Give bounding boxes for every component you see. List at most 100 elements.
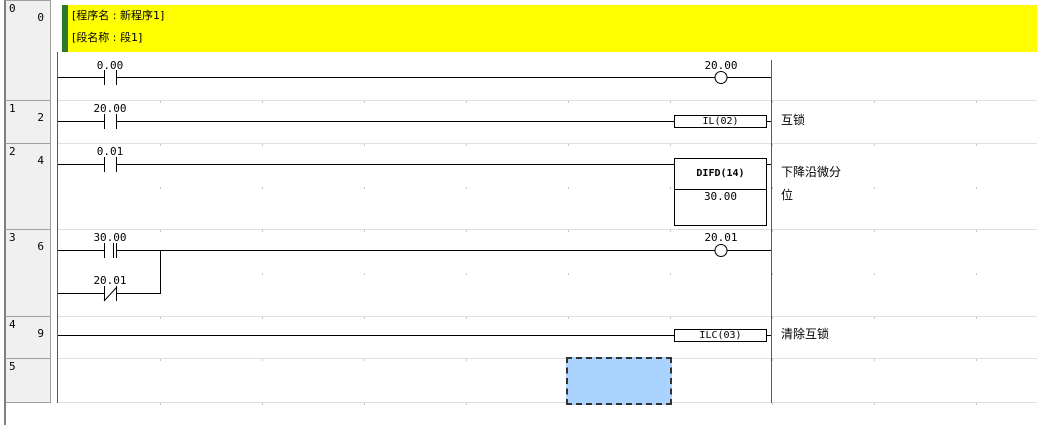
selection-cursor[interactable]	[566, 357, 672, 405]
grid-dot	[670, 144, 671, 146]
grid-dot	[262, 187, 263, 189]
step-number: 6	[37, 240, 44, 253]
coil-address: 20.00	[704, 59, 738, 72]
grid-dot	[466, 230, 467, 232]
instruction-label: IL(02)	[702, 116, 739, 127]
contact-address: 0.00	[96, 59, 124, 72]
grid-dot	[568, 187, 569, 189]
rung-number: 2	[9, 145, 16, 158]
grid-dot	[976, 403, 977, 405]
rung-number: 5	[9, 360, 16, 373]
grid-dot	[466, 144, 467, 146]
grid-dot	[262, 403, 263, 405]
instruction-ilc[interactable]: ILC(03)	[674, 329, 767, 342]
rung-number: 1	[9, 102, 16, 115]
grid-dot	[364, 359, 365, 361]
wires	[58, 70, 771, 336]
grid-dot	[466, 187, 467, 189]
grid-dot	[262, 101, 263, 103]
rung-separators	[58, 100, 1037, 403]
rung-number: 3	[9, 231, 16, 244]
grid-dot	[670, 273, 671, 275]
grid-dot	[874, 403, 875, 405]
grid-dot	[568, 144, 569, 146]
grid-dot	[160, 144, 161, 146]
gutter-edge	[4, 402, 6, 425]
grid-dot	[874, 101, 875, 103]
grid-dot	[670, 230, 671, 232]
grid-dot	[874, 187, 875, 189]
grid-dot	[364, 273, 365, 275]
grid-dot	[976, 144, 977, 146]
contact-address: 20.01	[93, 274, 127, 287]
grid-dot	[772, 317, 773, 319]
grid-dot	[874, 273, 875, 275]
grid-dot	[874, 359, 875, 361]
rung-comment-continued: 位	[781, 188, 794, 202]
grid-dot	[976, 187, 977, 189]
program-header[interactable]: [程序名 : 新程序1] [段名称 : 段1]	[62, 5, 1037, 52]
instruction-il[interactable]: IL(02)	[674, 115, 767, 128]
rung-gutter-5[interactable]: 5	[4, 358, 51, 403]
grid-dot	[364, 403, 365, 405]
grid-dot	[466, 403, 467, 405]
grid-dot	[670, 317, 671, 319]
instruction-label: ILC(03)	[699, 330, 742, 341]
instruction-operand: 30.00	[703, 190, 738, 203]
grid-dot	[262, 317, 263, 319]
grid-dot	[772, 187, 773, 189]
grid-dot	[976, 359, 977, 361]
grid-dot	[670, 101, 671, 103]
header-marker	[62, 5, 68, 52]
step-number: 2	[37, 111, 44, 124]
grid-dot	[874, 144, 875, 146]
grid-dot	[772, 273, 773, 275]
coil-address: 20.01	[704, 231, 738, 244]
contact-address: 20.00	[93, 102, 127, 115]
rung-comment: 互锁	[781, 113, 806, 127]
grid-dot	[976, 101, 977, 103]
grid-dot	[670, 187, 671, 189]
grid-dot	[160, 359, 161, 361]
instruction-label: DIFD(14)	[675, 159, 766, 190]
grid-dot	[976, 273, 977, 275]
grid-dot	[262, 144, 263, 146]
grid-dot	[568, 273, 569, 275]
grid-dot	[160, 403, 161, 405]
grid-dot	[466, 317, 467, 319]
rung-comment: 清除互锁	[781, 327, 830, 341]
grid-dot	[160, 317, 161, 319]
grid-dot	[364, 317, 365, 319]
rung-number: 4	[9, 318, 16, 331]
section-name: [段名称 : 段1]	[72, 31, 143, 44]
grid-dot	[364, 144, 365, 146]
grid-dot	[976, 317, 977, 319]
rung-comment: 下降沿微分	[781, 165, 842, 179]
grid-dot	[160, 230, 161, 232]
contact-address: 0.01	[96, 145, 124, 158]
contact-address: 30.00	[93, 231, 127, 244]
grid-dot	[262, 359, 263, 361]
grid-dot	[874, 317, 875, 319]
grid-dot	[772, 230, 773, 232]
step-number: 9	[37, 327, 44, 340]
grid-dot	[568, 317, 569, 319]
grid-dot	[772, 359, 773, 361]
grid-dot	[262, 230, 263, 232]
grid-dot	[772, 403, 773, 405]
step-number: 4	[37, 154, 44, 167]
grid-dot	[262, 273, 263, 275]
instruction-difd[interactable]: DIFD(14) 30.00	[674, 158, 767, 226]
grid-dot	[160, 187, 161, 189]
grid-dot	[772, 144, 773, 146]
grid-dot	[364, 101, 365, 103]
grid-dot	[976, 230, 977, 232]
grid-dot	[466, 359, 467, 361]
program-name: [程序名 : 新程序1]	[72, 9, 165, 22]
grid-dot	[160, 101, 161, 103]
